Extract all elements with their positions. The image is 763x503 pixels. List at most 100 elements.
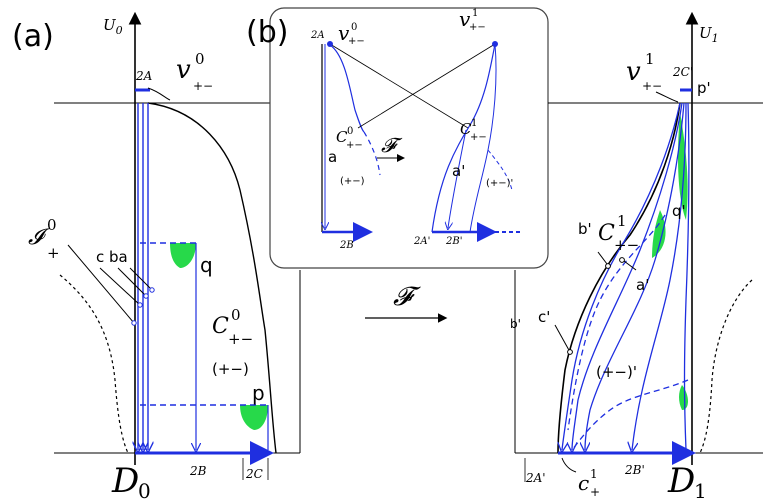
right-c-sub: + [590, 485, 600, 499]
left-cba-label: c ba [96, 248, 128, 266]
inset-C0-sup: 0 [347, 126, 353, 137]
left-2A-label: 2A [135, 69, 153, 83]
right-b-prime-top-label: b' [578, 220, 592, 238]
right-region-label: (+−)' [596, 363, 637, 381]
inset-frame [269, 7, 549, 269]
inset-2B-label: 2B [339, 240, 354, 251]
right-v-pointer [655, 91, 679, 103]
left-dot-3 [143, 293, 149, 299]
left-dashed-boundary [59, 274, 129, 454]
right-D-sub: 1 [694, 479, 707, 503]
inset-a-prime-label: a' [452, 162, 465, 180]
right-v-label: v [626, 57, 641, 87]
left-region-label: (+−) [212, 360, 249, 378]
right-dot-a [619, 257, 625, 263]
right-b-prime-side-label: b' [510, 317, 521, 331]
inset-curve-a-prime [469, 43, 497, 233]
right-green-patch-q [652, 210, 666, 258]
inset-a-label: a [328, 148, 337, 166]
left-pointer-4 [129, 267, 153, 291]
left-v-label: v [176, 55, 191, 85]
left-2B-label: 2B [189, 464, 207, 478]
inset-v1-label: v [459, 7, 471, 31]
left-q-label: q [200, 253, 213, 277]
left-C-sup: 0 [231, 306, 241, 324]
inset-C0-sub: +− [346, 140, 363, 151]
left-pointer-3 [117, 267, 147, 297]
inset-C1-label: C [460, 120, 472, 138]
inset-v1-sub: +− [469, 22, 486, 33]
right-2Aprime-label: 2A' [525, 471, 546, 485]
panel-a-tag: (a) [12, 19, 54, 54]
right-dashed-boundary [699, 279, 753, 454]
left-v-sup: 0 [195, 50, 205, 68]
inset-v0-sup: 0 [351, 22, 357, 33]
left-v-sub: +− [193, 79, 213, 93]
left-curve-c0 [147, 102, 277, 454]
right-a-prime-label: a' [636, 276, 649, 294]
left-D-label: D [111, 461, 139, 501]
left-green-patch-p [240, 405, 268, 430]
left-panel: (a) U0 2A v 0 +− 𝓘 0 + c ba q p C 0 +− (… [12, 11, 301, 503]
left-axis-label: U0 [103, 16, 123, 37]
right-v-sub: +− [642, 79, 662, 93]
left-pointer-2 [99, 267, 141, 306]
left-C-sub: +− [228, 330, 253, 348]
panel-b-tag: (b) [246, 15, 288, 50]
left-2C-label: 2C [245, 467, 263, 481]
right-curve-b [572, 102, 683, 450]
right-c-prime-label: c' [538, 308, 550, 326]
right-green-patch-bottom [679, 385, 688, 410]
inset-v0-label: v [338, 21, 350, 45]
left-dot-2 [137, 302, 143, 308]
right-curve-c [585, 102, 685, 450]
right-dashed-p [571, 379, 689, 451]
right-2Cprime-label: 2C' [672, 65, 693, 79]
inset-region0-label: (+−) [340, 176, 365, 187]
right-curve-q [632, 102, 687, 450]
middle-map: 𝓕 [365, 282, 448, 323]
left-v-pointer [147, 87, 171, 101]
inset-2Bprime-label: 2B' [445, 236, 462, 247]
right-C-label: C [598, 221, 615, 246]
right-curve-c1-black [557, 102, 681, 454]
right-panel: U1 v 1 +− 2C' p' q' b' C 1 +− a' b' c' (… [510, 11, 763, 503]
right-curve-p [683, 102, 690, 451]
right-axis-label: U1 [699, 24, 719, 45]
left-pointer-1 [67, 244, 135, 324]
left-dot-1 [131, 320, 137, 326]
right-v-sup: 1 [645, 50, 655, 68]
left-D-sub: 0 [138, 479, 151, 503]
left-C-label: C [212, 314, 229, 339]
right-q-prime-label: q' [672, 202, 686, 220]
inset-curve-dashed-right [487, 149, 513, 191]
right-c-pointer [561, 457, 577, 473]
right-2Bprime-label: 2B' [624, 463, 645, 477]
inset-cross-1 [329, 43, 469, 129]
right-dot-c [567, 349, 573, 355]
inset-v1-sup: 1 [472, 8, 478, 19]
inset-C1-sup: 1 [471, 118, 477, 129]
right-dot-b [605, 263, 611, 269]
inset-panel: (b) 2A v 0 +− v 1 +− C 0 +− C 1 +− 𝓕 a a… [246, 7, 549, 269]
inset-dot-v1 [492, 41, 498, 47]
inset-curve-c1 [431, 43, 496, 233]
right-c-label: c [578, 471, 589, 495]
inset-2Aprime-label: 2A' [413, 236, 430, 247]
inset-region1-label: (+−)' [486, 178, 513, 189]
inset-dot-v0 [327, 41, 333, 47]
left-p-label: p [252, 381, 265, 405]
right-pointer-c [554, 324, 571, 353]
right-D-label: D [667, 461, 695, 501]
right-curve-a [562, 102, 681, 450]
right-p-prime-label: p' [697, 79, 711, 97]
inset-C0-label: C [336, 128, 348, 146]
inset-cross-2 [357, 43, 496, 129]
right-C-sub: +− [614, 236, 639, 254]
left-I-sup: 0 [47, 216, 57, 234]
inset-v0-sub: +− [348, 36, 365, 47]
left-green-patch-q [170, 243, 196, 268]
left-I-sub: + [47, 244, 60, 262]
inset-C1-sub: +− [470, 132, 487, 143]
